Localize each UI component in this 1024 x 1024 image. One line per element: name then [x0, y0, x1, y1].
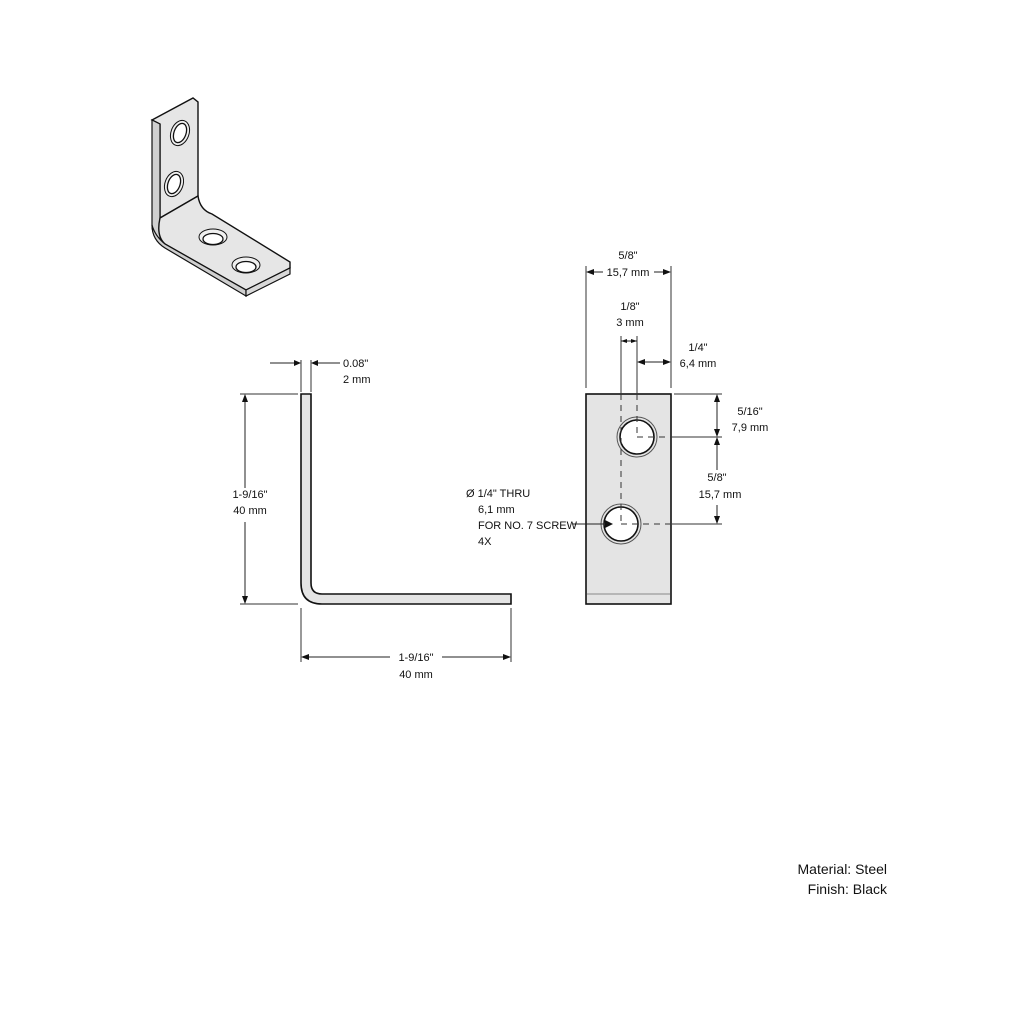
top-to-hole-imperial: 5/16" — [737, 406, 762, 418]
edge-to-hole-metric: 6,4 mm — [680, 358, 717, 370]
thickness-imperial: 0.08" — [343, 358, 368, 370]
edge-to-hole-imperial: 1/4" — [688, 342, 707, 354]
top-to-hole-metric: 7,9 mm — [732, 422, 769, 434]
hole-offset-metric: 3 mm — [616, 317, 644, 329]
isometric-bracket-view — [150, 97, 291, 298]
thickness-metric: 2 mm — [343, 374, 371, 386]
height-imperial: 1-9/16" — [232, 489, 267, 501]
hole-callout-line1: Ø 1/4" THRU — [466, 488, 530, 500]
hole-callout-line4: 4X — [478, 536, 492, 548]
material-note: Material: Steel — [798, 861, 887, 877]
width-imperial: 5/8" — [618, 250, 637, 262]
front-view: 5/8" 15,7 mm 1/8" 3 mm 1/4" 6,4 mm 5/16"… — [466, 250, 769, 605]
hole-callout-line3: FOR NO. 7 SCREW — [478, 520, 578, 532]
material-notes: Material: Steel Finish: Black — [798, 861, 888, 897]
height-metric: 40 mm — [233, 505, 267, 517]
length-metric: 40 mm — [399, 669, 433, 681]
width-metric: 15,7 mm — [607, 267, 650, 279]
side-profile-view: 0.08" 2 mm 1-9/16" 40 mm 1-9/16" 40 mm — [232, 358, 512, 681]
hole-offset-imperial: 1/8" — [620, 301, 639, 313]
length-imperial: 1-9/16" — [398, 652, 433, 664]
finish-note: Finish: Black — [808, 881, 888, 897]
hole-spacing-imperial: 5/8" — [707, 472, 726, 484]
bracket-profile — [300, 393, 512, 605]
hole-spacing-metric: 15,7 mm — [699, 489, 742, 501]
hole-callout-line2: 6,1 mm — [478, 504, 515, 516]
